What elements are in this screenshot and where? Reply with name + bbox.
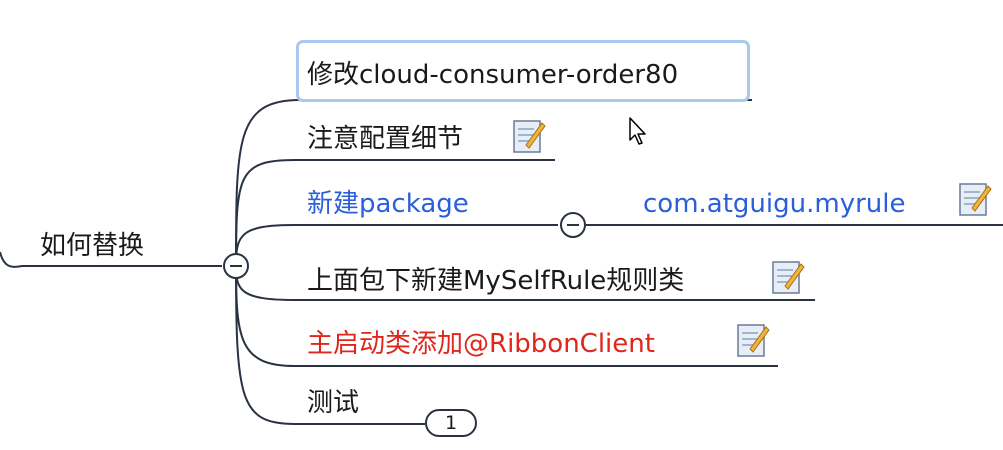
node-myselfrule-class[interactable]: 上面包下新建MySelfRule规则类 [307, 266, 685, 296]
root-node[interactable]: 如何替换 [40, 231, 145, 261]
node-config-details[interactable]: 注意配置细节 [307, 124, 464, 154]
note-icon[interactable] [512, 117, 546, 155]
note-icon[interactable] [736, 321, 770, 359]
note-icon[interactable] [771, 258, 805, 296]
note-icon[interactable] [958, 180, 992, 218]
mouse-cursor-icon [629, 117, 646, 145]
collapse-minus-icon[interactable] [560, 212, 586, 238]
node-test[interactable]: 测试 [307, 388, 360, 418]
branch-line-6 [235, 265, 425, 425]
node-ribbon-client[interactable]: 主启动类添加@RibbonClient [307, 329, 655, 359]
node-package-name[interactable]: com.atguigu.myrule [643, 189, 906, 219]
node-modify-order80[interactable]: 修改cloud-consumer-order80 [307, 60, 679, 90]
selected-node-frame[interactable] [296, 40, 750, 102]
branch-line-2 [235, 159, 555, 267]
branch-line-3 [235, 224, 558, 267]
collapse-minus-icon[interactable] [223, 253, 249, 279]
collapsed-count-badge[interactable]: 1 [425, 409, 477, 437]
root-underline [0, 251, 222, 268]
node-new-package[interactable]: 新建package [307, 189, 469, 219]
